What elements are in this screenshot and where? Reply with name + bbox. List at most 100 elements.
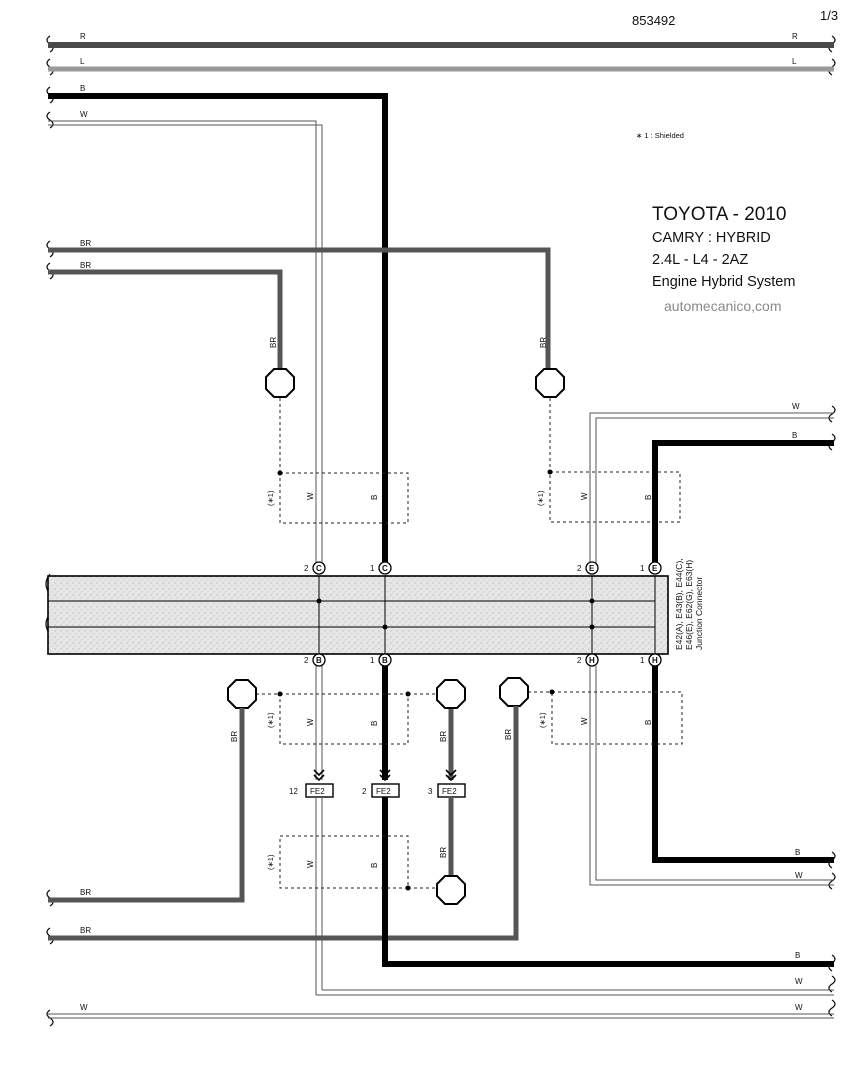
wire-label-w-bottom-right: W bbox=[795, 1003, 803, 1012]
pin-number: 2 bbox=[577, 656, 582, 665]
wire-label-br-4: BR bbox=[80, 926, 91, 935]
wire-label-w-vert-5: W bbox=[580, 717, 589, 725]
wire-label-br-vert-6: BR bbox=[439, 847, 448, 858]
shield-tag-3: (∗1) bbox=[266, 712, 275, 728]
pin-marker-top-e2: E 2 bbox=[577, 561, 599, 575]
wire-label-b-vert-4: B bbox=[370, 863, 379, 868]
fe2-connector-12: FE2 12 bbox=[289, 783, 334, 798]
splice-point bbox=[382, 624, 388, 630]
wire-label-br-vert-1: BR bbox=[269, 337, 278, 348]
junction-connector-line3: Junction Connector bbox=[694, 577, 704, 650]
fe2-connector-2: FE2 2 bbox=[362, 783, 400, 798]
wire-br-top-right bbox=[48, 247, 551, 370]
pin-number: 2 bbox=[304, 564, 309, 573]
pin-number: 1 bbox=[370, 564, 375, 573]
wire-label-b-vert-2: B bbox=[644, 495, 653, 500]
ground-symbol bbox=[265, 368, 295, 398]
wire-label-br-vert-5: BR bbox=[504, 729, 513, 740]
splice-point bbox=[547, 469, 553, 475]
pin-letter: H bbox=[652, 656, 658, 665]
shield-top-right bbox=[549, 398, 681, 523]
wire-label-w-vert-4: W bbox=[306, 860, 315, 868]
wire-label-r-right: R bbox=[792, 32, 798, 41]
splice-point bbox=[589, 598, 595, 604]
wire-label-b-vert-3: B bbox=[370, 721, 379, 726]
wire-label-b-vert-1: B bbox=[370, 495, 379, 500]
shield-mid-left bbox=[256, 693, 409, 745]
fe2-connector-3: FE2 3 bbox=[428, 783, 466, 798]
splice-point bbox=[549, 689, 555, 695]
fe2-pin: 2 bbox=[362, 787, 367, 796]
pin-letter: C bbox=[382, 564, 388, 573]
wire-br-bottom-2 bbox=[48, 706, 519, 941]
wire-w-right-top-inner bbox=[595, 417, 834, 568]
pin-number: 2 bbox=[304, 656, 309, 665]
splice-point bbox=[316, 598, 322, 604]
shielded-legend: ∗ 1 : Shielded bbox=[636, 131, 684, 140]
wire-br-bottom-1 bbox=[48, 708, 245, 903]
wire-label-b-vert-5: B bbox=[644, 720, 653, 725]
wire-label-br-3: BR bbox=[80, 888, 91, 897]
wire-b-main-top bbox=[48, 93, 388, 568]
pin-number: 1 bbox=[370, 656, 375, 665]
wire-b-below-fe2 bbox=[382, 797, 834, 967]
pin-marker-bottom-h2: H 2 bbox=[577, 653, 599, 667]
wire-label-l-right: L bbox=[792, 57, 797, 66]
fe2-label: FE2 bbox=[376, 787, 391, 796]
splice-point bbox=[589, 624, 595, 630]
ground-symbol bbox=[436, 679, 466, 709]
wire-b-right-top bbox=[652, 440, 834, 568]
watermark-text: automecanico,com bbox=[664, 298, 782, 314]
wire-label-br-vert-3: BR bbox=[230, 731, 239, 742]
shield-tag-5: (∗1) bbox=[266, 854, 275, 870]
fe2-label: FE2 bbox=[442, 787, 457, 796]
fe2-pin: 3 bbox=[428, 787, 433, 796]
wire-label-b-right-1: B bbox=[792, 431, 797, 440]
shield-bottom bbox=[279, 835, 437, 889]
wire-label-w-right-2: W bbox=[795, 871, 803, 880]
wire-label-b-bottom: B bbox=[795, 951, 800, 960]
wire-label-br-1: BR bbox=[80, 239, 91, 248]
shield-tag-4: (∗1) bbox=[538, 712, 547, 728]
wire-label-w-vert-2: W bbox=[580, 492, 589, 500]
fe2-pin: 12 bbox=[289, 787, 298, 796]
junction-connector-body bbox=[47, 575, 669, 655]
pin-number: 1 bbox=[640, 656, 645, 665]
wire-label-w-bottom-left: W bbox=[80, 1003, 88, 1012]
wire-label-br-vert-2: BR bbox=[539, 337, 548, 348]
wire-label-w-right-1: W bbox=[792, 402, 800, 411]
wire-label-l-left: L bbox=[80, 57, 85, 66]
pin-number: 2 bbox=[577, 564, 582, 573]
wire-w-right-bottom bbox=[589, 666, 834, 886]
shield-top-left bbox=[279, 398, 409, 524]
pin-marker-bottom-b2: B 2 bbox=[304, 653, 326, 667]
wire-label-w-top: W bbox=[80, 110, 88, 119]
wire-label-br-vert-4: BR bbox=[439, 731, 448, 742]
pin-number: 1 bbox=[640, 564, 645, 573]
pin-letter: E bbox=[652, 564, 658, 573]
ground-symbol bbox=[499, 677, 529, 707]
wire-w-right-top bbox=[589, 412, 834, 568]
splice-point bbox=[277, 470, 283, 476]
doc-number: 853492 bbox=[632, 13, 675, 28]
wire-label-b-right-2: B bbox=[795, 848, 800, 857]
title-engine: 2.4L - L4 - 2AZ bbox=[652, 252, 748, 268]
splice-point bbox=[277, 691, 283, 697]
wire-label-w-bottom-1: W bbox=[795, 977, 803, 986]
junction-connector-line2: E46(E), E62(G), E63(H) bbox=[684, 560, 694, 650]
connector-arrows bbox=[313, 769, 457, 782]
pin-letter: E bbox=[589, 564, 595, 573]
pin-letter: B bbox=[316, 656, 322, 665]
wire-w-left-top bbox=[48, 120, 317, 568]
ground-symbol bbox=[436, 875, 466, 905]
pin-marker-bottom-h1: H 1 bbox=[640, 653, 662, 667]
shield-tag-2: (∗1) bbox=[536, 490, 545, 506]
wire-w-right-bottom-inner bbox=[595, 666, 834, 881]
wire-label-w-vert-1: W bbox=[306, 492, 315, 500]
pin-letter: H bbox=[589, 656, 595, 665]
pin-letter: C bbox=[316, 564, 322, 573]
shield-mid-right bbox=[528, 691, 683, 745]
ground-symbol bbox=[535, 368, 565, 398]
fe2-label: FE2 bbox=[310, 787, 325, 796]
